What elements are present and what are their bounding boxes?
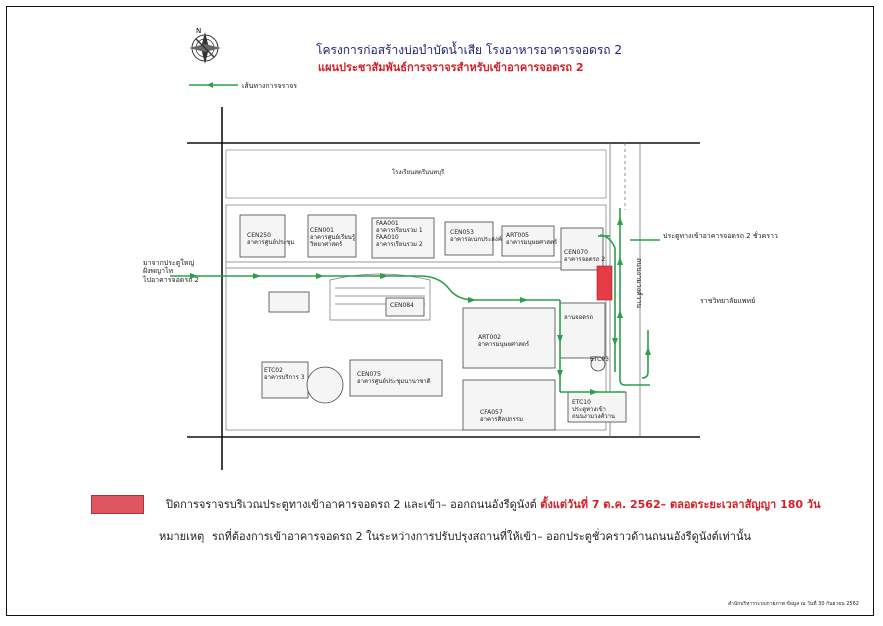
label-temporary-gate: ประตูทางเข้าอาคารจอดรถ 2 ชั่วคราว: [663, 232, 778, 240]
building-etc10: [567, 391, 627, 423]
building-cen070: [560, 227, 604, 271]
building-cen053: [444, 221, 494, 256]
label-side-right: ราชวิทยาลัยแพทย์: [700, 297, 756, 305]
building-faa: [371, 217, 435, 259]
building-art005: [501, 225, 555, 257]
building-cen250: [239, 214, 286, 258]
building-etc03: [590, 356, 606, 372]
footer-note: สำนักบริหารระบบกายภาพ ข้อมูล ณ วันที่ 30…: [728, 601, 859, 607]
label-etc03: ETC03: [590, 356, 609, 363]
parking-lot: [559, 302, 606, 359]
label-left-entry: มาจากประตูใหญ่ ฝั่งพญาไท ไปอาคารจอดรถ 2: [143, 259, 199, 284]
label-etc10: ETC10 ประตูทางเข้า ถนนงามวงศ์วาน: [572, 399, 616, 420]
label-cen250: CEN250 อาคารศูนย์ประชุม: [247, 232, 295, 246]
building-art002: [462, 307, 556, 369]
closure-text: ปิดการจราจรบริเวณประตูทางเข้าอาคารจอดรถ …: [166, 498, 537, 511]
building-cen001: [307, 214, 357, 258]
main-roads: [187, 107, 700, 470]
label-faa: FAA001 อาคารเรียนรวม 1 FAA010 อาคารเรียน…: [376, 220, 423, 248]
compass-label: N: [196, 27, 201, 35]
page-frame: [6, 6, 874, 616]
label-cen084: CEN084: [390, 302, 414, 309]
building-round: [306, 366, 344, 404]
legend-route-line: [189, 82, 238, 88]
building-cfa057: [462, 379, 556, 431]
page-subtitle: แผนประชาสัมพันธ์การจราจรสำหรับเข้าอาคารจ…: [318, 61, 584, 74]
label-cen070: CEN070 อาคารจอดรถ 2: [564, 249, 606, 263]
closure-notice: ปิดการจราจรบริเวณประตูทางเข้าอาคารจอดรถ …: [166, 495, 821, 513]
label-cen053: CEN053 อาคารอเนกประสงค์: [450, 229, 502, 243]
closure-legend-swatch: [91, 495, 144, 514]
label-art002: ART002 อาคารมนุษยศาสตร์: [478, 334, 530, 348]
top-school-block: [225, 149, 607, 199]
label-etc02: ETC02 อาคารบริการ 3: [264, 367, 305, 381]
closed-zone: [596, 265, 613, 301]
legend-route-label: เส้นทางการจราจร: [242, 82, 297, 90]
closure-period: ตั้งแต่วันที่ 7 ต.ค. 2562– ตลอดระยะเวลาส…: [540, 498, 821, 511]
label-road-right: ถนนงามวงศ์วาน: [635, 258, 643, 309]
label-cfa057: CFA057 อาคารศิลปกรรม: [480, 409, 523, 423]
building-cen075: [349, 359, 443, 397]
label-art005: ART005 อาคารมนุษยศาสตร์: [506, 232, 558, 246]
label-cen075: CEN075 อาคารศูนย์ประชุมนานาชาติ: [357, 371, 431, 385]
building-etc02: [261, 361, 309, 399]
remark-text: รถที่ต้องการเข้าอาคารจอดรถ 2 ในระหว่างกา…: [212, 530, 751, 543]
page-title: โครงการก่อสร้างบ่อบำบัดน้ำเสีย โรงอาหารอ…: [316, 43, 623, 57]
traffic-arrows: [190, 217, 651, 395]
remark-label: หมายเหตุ: [159, 530, 205, 543]
building-cen084: [385, 297, 425, 317]
north-arrow-icon: [189, 32, 221, 64]
label-top-school: โรงเรียนสตรีนนทบุรี: [392, 169, 445, 176]
label-parking: ลานจอดรถ: [564, 314, 594, 321]
building-small-1: [268, 291, 310, 313]
label-cen001: CEN001 อาคารศูนย์เรียนรู้ วิทยาศาสตร์: [310, 227, 356, 248]
